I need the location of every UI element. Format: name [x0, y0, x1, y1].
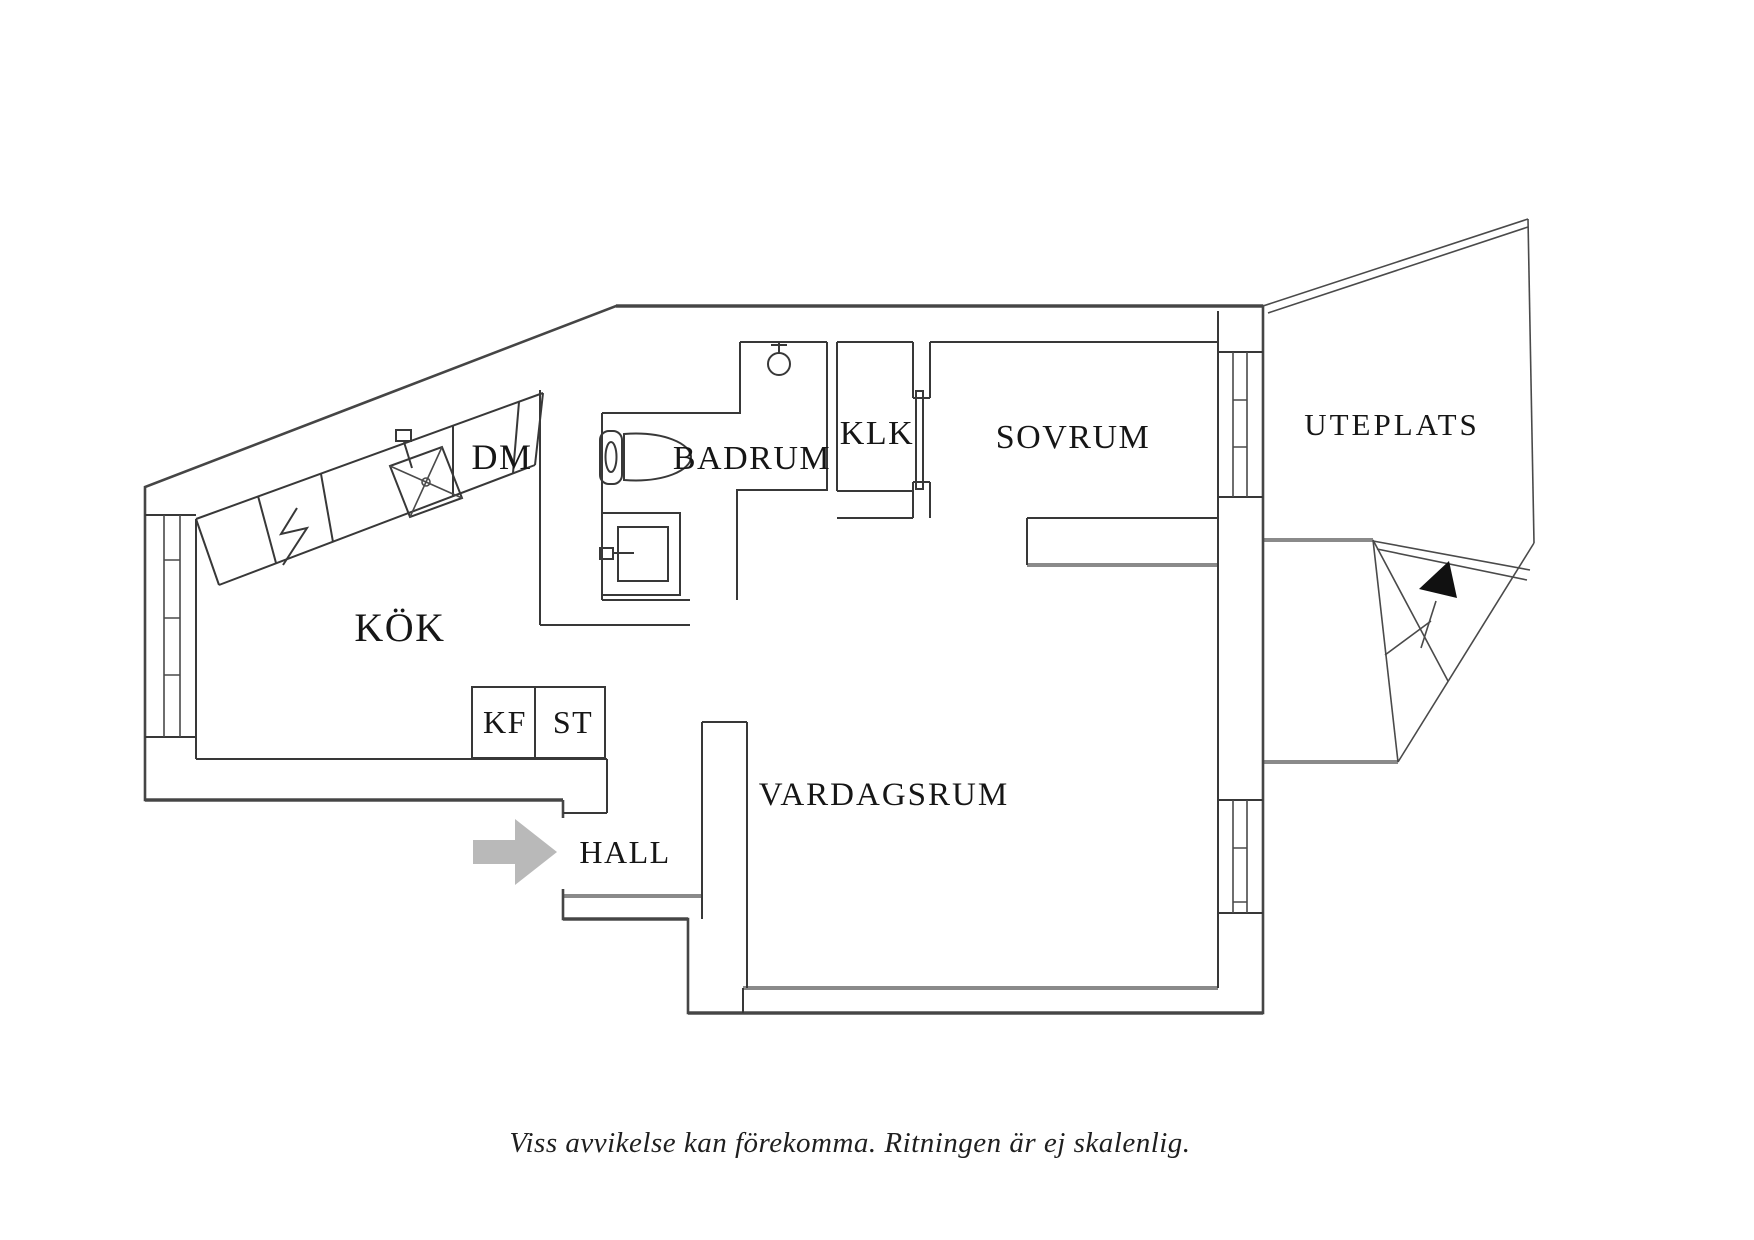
bathroom-sink-icon	[599, 512, 681, 596]
room-label-vardagsrum: VARDAGSRUM	[759, 777, 1009, 813]
stair-direction-arrow-icon	[1419, 561, 1457, 598]
kitchen-sink-icon	[388, 429, 464, 519]
room-label-sovrum: SOVRUM	[996, 419, 1150, 456]
kitchen-counter	[195, 392, 544, 586]
room-label-hall: HALL	[579, 834, 670, 870]
bedroom-walls	[930, 311, 1219, 988]
appliance-label-dm: DM	[471, 437, 532, 477]
kitchen-walls	[195, 390, 608, 814]
appliance-label-kf: KF	[483, 704, 527, 740]
appliance-boxes	[471, 686, 606, 759]
patio-stairs	[1372, 539, 1531, 763]
shower-icon	[767, 342, 791, 376]
bedroom-window	[1218, 351, 1263, 498]
bathroom-walls	[540, 341, 828, 626]
disclaimer-note: Viss avvikelse kan förekomma. Ritningen …	[509, 1127, 1190, 1159]
st-box	[534, 686, 606, 759]
room-label-uteplats: UTEPLATS	[1304, 407, 1480, 442]
exterior-walls	[143, 304, 1265, 1015]
living-room-window	[1218, 799, 1263, 914]
kitchen-window	[145, 514, 196, 738]
patio-outline	[1262, 218, 1535, 763]
sliding-door-leaf	[915, 390, 924, 490]
heavy-wall-lines	[145, 304, 1398, 1015]
entry-arrow-icon	[473, 819, 557, 885]
room-label-klk: KLK	[840, 415, 914, 452]
toilet-icon	[599, 430, 693, 485]
sliding-door	[912, 342, 931, 518]
room-label-kok: KÖK	[354, 605, 445, 650]
appliance-label-st: ST	[553, 704, 593, 740]
stove-icon	[278, 507, 310, 566]
room-label-badrum: BADRUM	[673, 440, 831, 477]
living-room-walls	[701, 721, 748, 1013]
